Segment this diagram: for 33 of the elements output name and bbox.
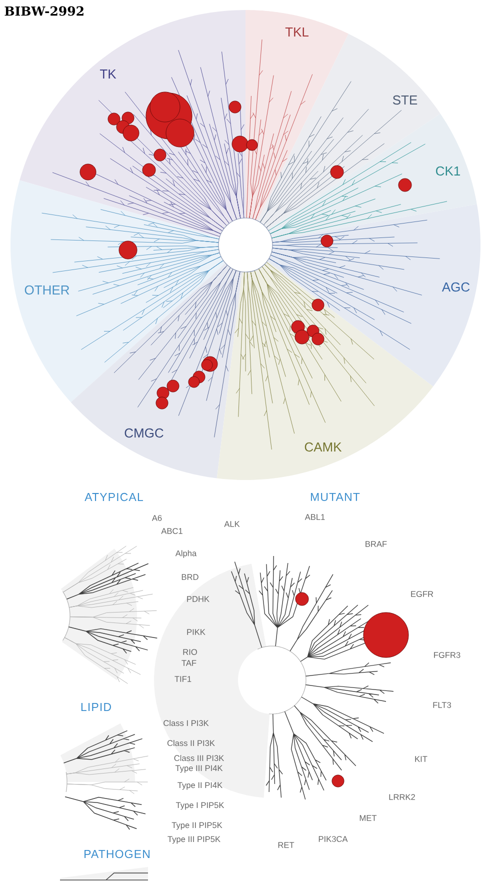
kinase-label: TIF1	[174, 676, 192, 682]
kinase-label: RET	[278, 842, 294, 848]
kinase-label: ABL1	[304, 514, 325, 520]
group-heading: MUTANT	[310, 493, 360, 502]
kinase-label: RIO	[183, 649, 197, 655]
kinase-label: PDHK	[187, 596, 210, 602]
group-heading: ATYPICAL	[84, 492, 143, 502]
kinase-label: MET	[360, 815, 377, 821]
kinase-label: ALK	[224, 521, 240, 527]
kinase-label: FGFR3	[434, 652, 460, 658]
kinase-label: LRRK2	[389, 794, 415, 800]
kinase-label: Class I PI3K	[164, 720, 209, 726]
kinase-label: Class III PI3K	[174, 754, 224, 762]
kinase-label: PIKK	[187, 629, 206, 635]
kinase-label: BRD	[182, 574, 198, 580]
kinase-label: Class II PI3K	[167, 740, 215, 746]
kinase-label: Alpha	[175, 550, 197, 558]
kinase-label: EGFR	[411, 591, 434, 597]
kinase-label: Type III PIP5K	[168, 836, 220, 844]
kinase-label: FLT3	[433, 702, 451, 708]
kinase-label: BRAF	[366, 541, 387, 547]
kinase-label: Type III PI4K	[175, 765, 223, 773]
kinase-label: KIT	[415, 756, 428, 762]
kinase-label: PIK3CA	[318, 836, 348, 842]
kinase-label: ABC1	[161, 528, 182, 534]
kinase-label: TAF	[182, 660, 196, 666]
kinase-label: A6	[152, 515, 162, 521]
group-heading: PATHOGEN	[84, 850, 150, 858]
node-label: AGC	[442, 282, 470, 292]
kinase-label: Type II PIP5K	[172, 822, 222, 830]
group-heading: LIPID	[81, 703, 111, 711]
kinase-label: Type I PIP5K	[176, 802, 224, 810]
kinase-label: Type II PI4K	[178, 782, 222, 790]
